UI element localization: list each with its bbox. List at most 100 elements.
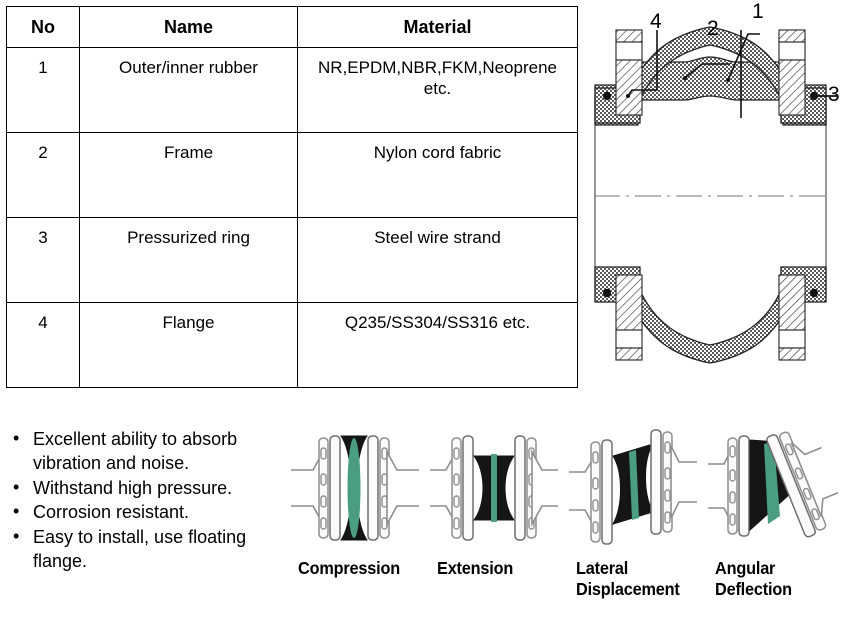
bottom-left-flange-gap	[615, 329, 643, 349]
specification-table: No Name Material 1 Outer/inner rubber NR…	[6, 6, 578, 388]
top-left-flange-gap	[615, 41, 643, 61]
cell-material: Q235/SS304/SS316 etc.	[297, 302, 578, 388]
table-row: 2 Frame Nylon cord fabric	[6, 132, 578, 218]
cell-material: Nylon cord fabric	[297, 132, 578, 218]
leader-dot-4	[626, 94, 630, 98]
top-left-pressurized-ring	[603, 91, 611, 101]
leader-line-2	[684, 63, 730, 79]
spec-table: No Name Material 1 Outer/inner rubber NR…	[6, 6, 578, 388]
cross-section-svg	[594, 26, 838, 364]
table-row: 1 Outer/inner rubber NR,EPDM,NBR,FKM,Neo…	[6, 47, 578, 133]
bottom-left-pressurized-ring	[603, 288, 611, 298]
column-header-no: No	[6, 6, 80, 48]
cell-name: Flange	[79, 302, 298, 388]
rubber-inner-green	[628, 450, 639, 520]
movement-label: Lateral Displacement	[576, 558, 680, 600]
table-row: 4 Flange Q235/SS304/SS316 etc.	[6, 302, 578, 388]
left-bolt-holes	[452, 447, 460, 530]
movement-extension: Extension	[424, 418, 563, 617]
compression-joint-icon	[285, 418, 424, 558]
right-pipe-stub	[530, 448, 558, 528]
cell-name: Outer/inner rubber	[79, 47, 298, 133]
left-flange-a	[450, 437, 462, 539]
left-bolt-holes	[591, 451, 599, 534]
feature-item: • Easy to install, use floating flange.	[8, 526, 288, 574]
table-header-row: No Name Material	[6, 6, 578, 48]
callout-label-1: 1	[752, 0, 764, 23]
left-flange-b	[737, 435, 750, 537]
movement-types-row: Compression	[285, 418, 841, 617]
left-flange-b	[328, 435, 341, 541]
right-flange-a	[513, 435, 526, 541]
bottom-left-flange-cap	[615, 347, 643, 361]
features-list: • Excellent ability to absorb vibration …	[8, 428, 288, 575]
cell-name: Frame	[79, 132, 298, 218]
lateral-displacement-joint-icon	[563, 418, 702, 558]
bottom-right-flange-body	[778, 274, 806, 331]
movement-label: Extension	[437, 558, 514, 578]
right-flange-a	[649, 429, 662, 535]
bullet-glyph: •	[13, 501, 20, 522]
right-pipe-stub	[385, 448, 419, 528]
top-right-flange-body	[778, 59, 806, 116]
cell-name: Pressurized ring	[79, 217, 298, 303]
callout-label-3: 3	[828, 83, 840, 106]
angular-deflection-joint-icon	[702, 418, 841, 558]
rubber-inner-green-core	[347, 438, 360, 538]
cell-no: 4	[6, 302, 80, 388]
rubber-inner-green	[490, 454, 497, 522]
cell-material: Steel wire strand	[297, 217, 578, 303]
bottom-right-flange-gap	[778, 329, 806, 349]
right-pipe-stub	[790, 441, 838, 518]
right-flange-a	[765, 434, 816, 538]
bullet-glyph: •	[13, 428, 20, 448]
tilted-right-flange-group	[765, 431, 838, 538]
leader-line-4	[627, 30, 658, 97]
bottom-left-flange-body	[615, 274, 643, 331]
feature-item: • Corrosion resistant.	[8, 501, 288, 525]
leader-line-1a	[727, 33, 760, 81]
cell-no: 1	[6, 47, 80, 133]
left-flange-a	[317, 437, 329, 539]
top-right-flange-gap	[778, 41, 806, 61]
leader-dot-1	[726, 78, 730, 82]
left-flange-a	[726, 437, 738, 535]
expansion-joint-cross-section-drawing: 4 2 1 3	[580, 0, 841, 390]
feature-item: • Excellent ability to absorb vibration …	[8, 428, 288, 476]
cell-material: NR,EPDM,NBR,FKM,Neoprene etc.	[297, 47, 578, 133]
top-right-flange-cap	[778, 29, 806, 43]
right-pipe-stub	[669, 445, 697, 519]
top-left-flange-body	[615, 59, 643, 116]
bullet-glyph: •	[13, 526, 20, 546]
left-flange-b	[600, 439, 613, 545]
table-row: 3 Pressurized ring Steel wire strand	[6, 217, 578, 303]
extension-joint-icon	[424, 418, 563, 558]
feature-text: Withstand high pressure.	[33, 477, 233, 498]
left-bolt-holes	[319, 447, 327, 530]
feature-text: Excellent ability to absorb vibration an…	[33, 429, 238, 473]
right-bolt-holes	[663, 441, 671, 524]
feature-text: Easy to install, use floating flange.	[33, 527, 247, 571]
cell-no: 3	[6, 217, 80, 303]
callout-label-2: 2	[707, 17, 719, 40]
top-right-pressurized-ring	[810, 91, 818, 101]
movement-compression: Compression	[285, 418, 424, 617]
leader-dot-2	[683, 76, 687, 80]
rubber-inner-green	[763, 442, 780, 524]
column-header-material: Material	[297, 6, 578, 48]
callout-label-4: 4	[650, 10, 662, 33]
cell-no: 2	[6, 132, 80, 218]
movement-label: Angular Deflection	[715, 558, 792, 600]
movement-angular-deflection: Angular Deflection	[702, 418, 841, 617]
left-pipe-stub	[290, 448, 324, 528]
left-flange-a	[589, 441, 601, 543]
movement-lateral-displacement: Lateral Displacement	[563, 418, 702, 617]
left-bolt-holes	[728, 445, 736, 526]
right-flange-a	[366, 435, 379, 541]
feature-item: • Withstand high pressure.	[8, 477, 288, 501]
column-header-name: Name	[79, 6, 298, 48]
bottom-right-flange-cap	[778, 347, 806, 361]
left-flange-b	[461, 435, 474, 541]
top-left-flange-cap	[615, 29, 643, 43]
right-bolt-holes	[784, 443, 820, 521]
